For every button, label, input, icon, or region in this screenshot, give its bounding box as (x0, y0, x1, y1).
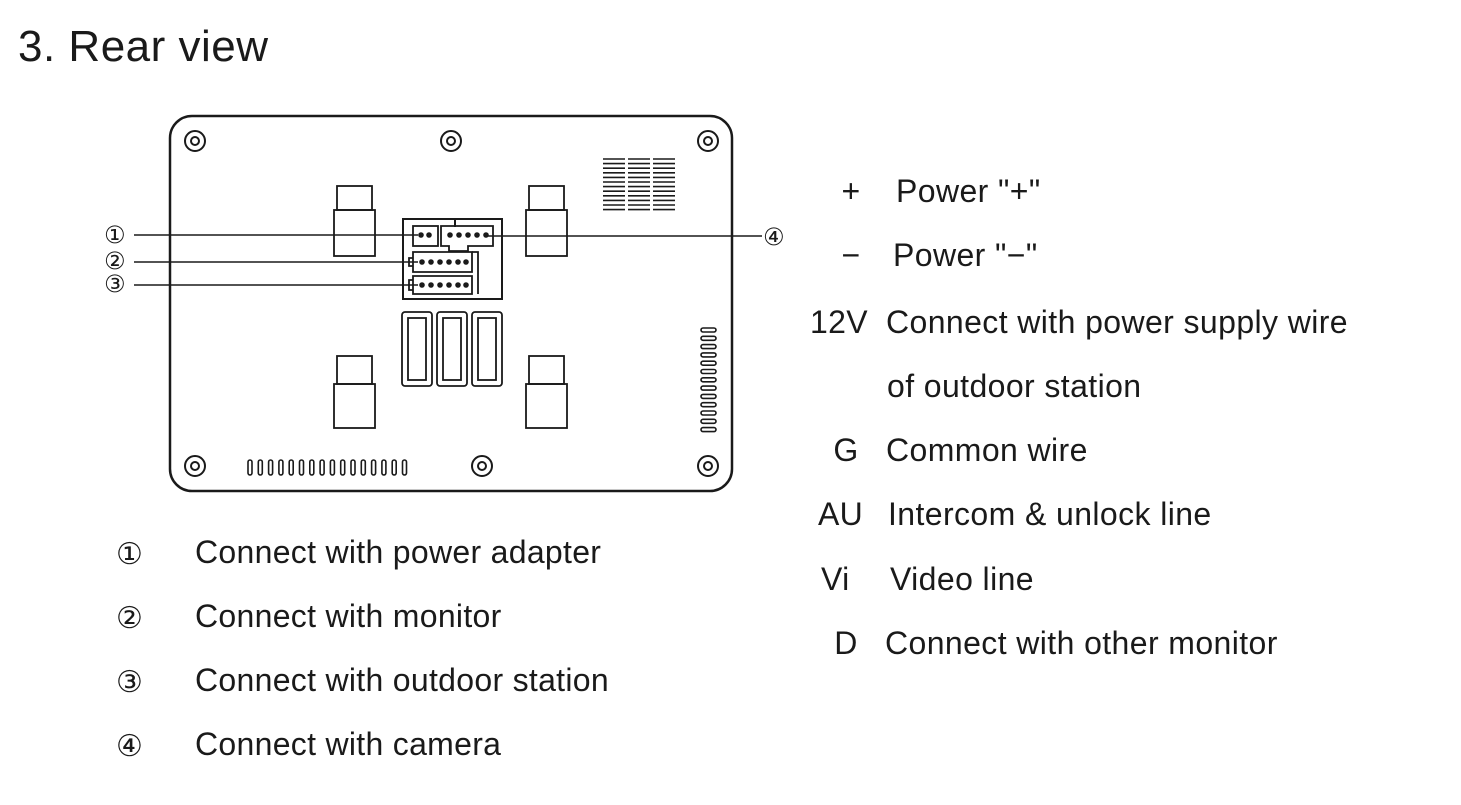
callout-1: ① (104, 221, 126, 249)
vent-slots-right (700, 327, 717, 433)
wire-code-vi: Vi (821, 561, 850, 597)
connector-4-camera (440, 225, 494, 252)
wire-code-d: D (834, 625, 858, 661)
device-body (168, 114, 734, 493)
wire-desc-g: Common wire (886, 432, 1088, 468)
screw-hole-bottom-right (697, 455, 719, 477)
connector-1-power (412, 225, 439, 247)
mount-tab-top-right (525, 185, 568, 257)
wire-desc-minus: Power "−" (893, 237, 1038, 273)
wire-desc-12v-cont: of outdoor station (887, 368, 1142, 404)
screw-hole-top-left (184, 130, 206, 152)
mount-tab-bottom-right (525, 355, 568, 429)
vertical-slots (401, 311, 503, 387)
legend-num-4: ④ (116, 729, 143, 764)
page-title: 3. Rear view (18, 22, 269, 71)
screw-hole-top-center (440, 130, 462, 152)
wire-desc-12v: Connect with power supply wire (886, 304, 1348, 340)
vent-slots-bottom (247, 459, 408, 476)
screw-hole-bottom-left (184, 455, 206, 477)
wire-code-g: G (833, 432, 859, 468)
connector-block (402, 218, 503, 300)
speaker-grille (603, 158, 675, 211)
callout-2: ② (104, 247, 126, 275)
legend-num-2: ② (116, 601, 143, 636)
callout-4: ④ (763, 223, 785, 251)
screw-hole-top-right (697, 130, 719, 152)
callout-3: ③ (104, 270, 126, 298)
wire-desc-au: Intercom & unlock line (888, 496, 1212, 532)
mount-tab-top-left (333, 185, 376, 257)
screw-hole-bottom-center (471, 455, 493, 477)
wire-code-plus: + (841, 173, 861, 209)
wire-desc-vi: Video line (890, 561, 1034, 597)
wire-desc-d: Connect with other monitor (885, 625, 1278, 661)
legend-num-3: ③ (116, 665, 143, 700)
mount-tab-bottom-left (333, 355, 376, 429)
legend-text-4: Connect with camera (195, 726, 502, 762)
wire-desc-plus: Power "+" (896, 173, 1041, 209)
wire-code-au: AU (818, 496, 864, 532)
legend-text-3: Connect with outdoor station (195, 662, 609, 698)
legend-num-1: ① (116, 537, 143, 572)
wire-code-minus: − (841, 237, 861, 273)
wire-code-12v: 12V (810, 304, 868, 340)
legend-text-2: Connect with monitor (195, 598, 502, 634)
legend-text-1: Connect with power adapter (195, 534, 602, 570)
